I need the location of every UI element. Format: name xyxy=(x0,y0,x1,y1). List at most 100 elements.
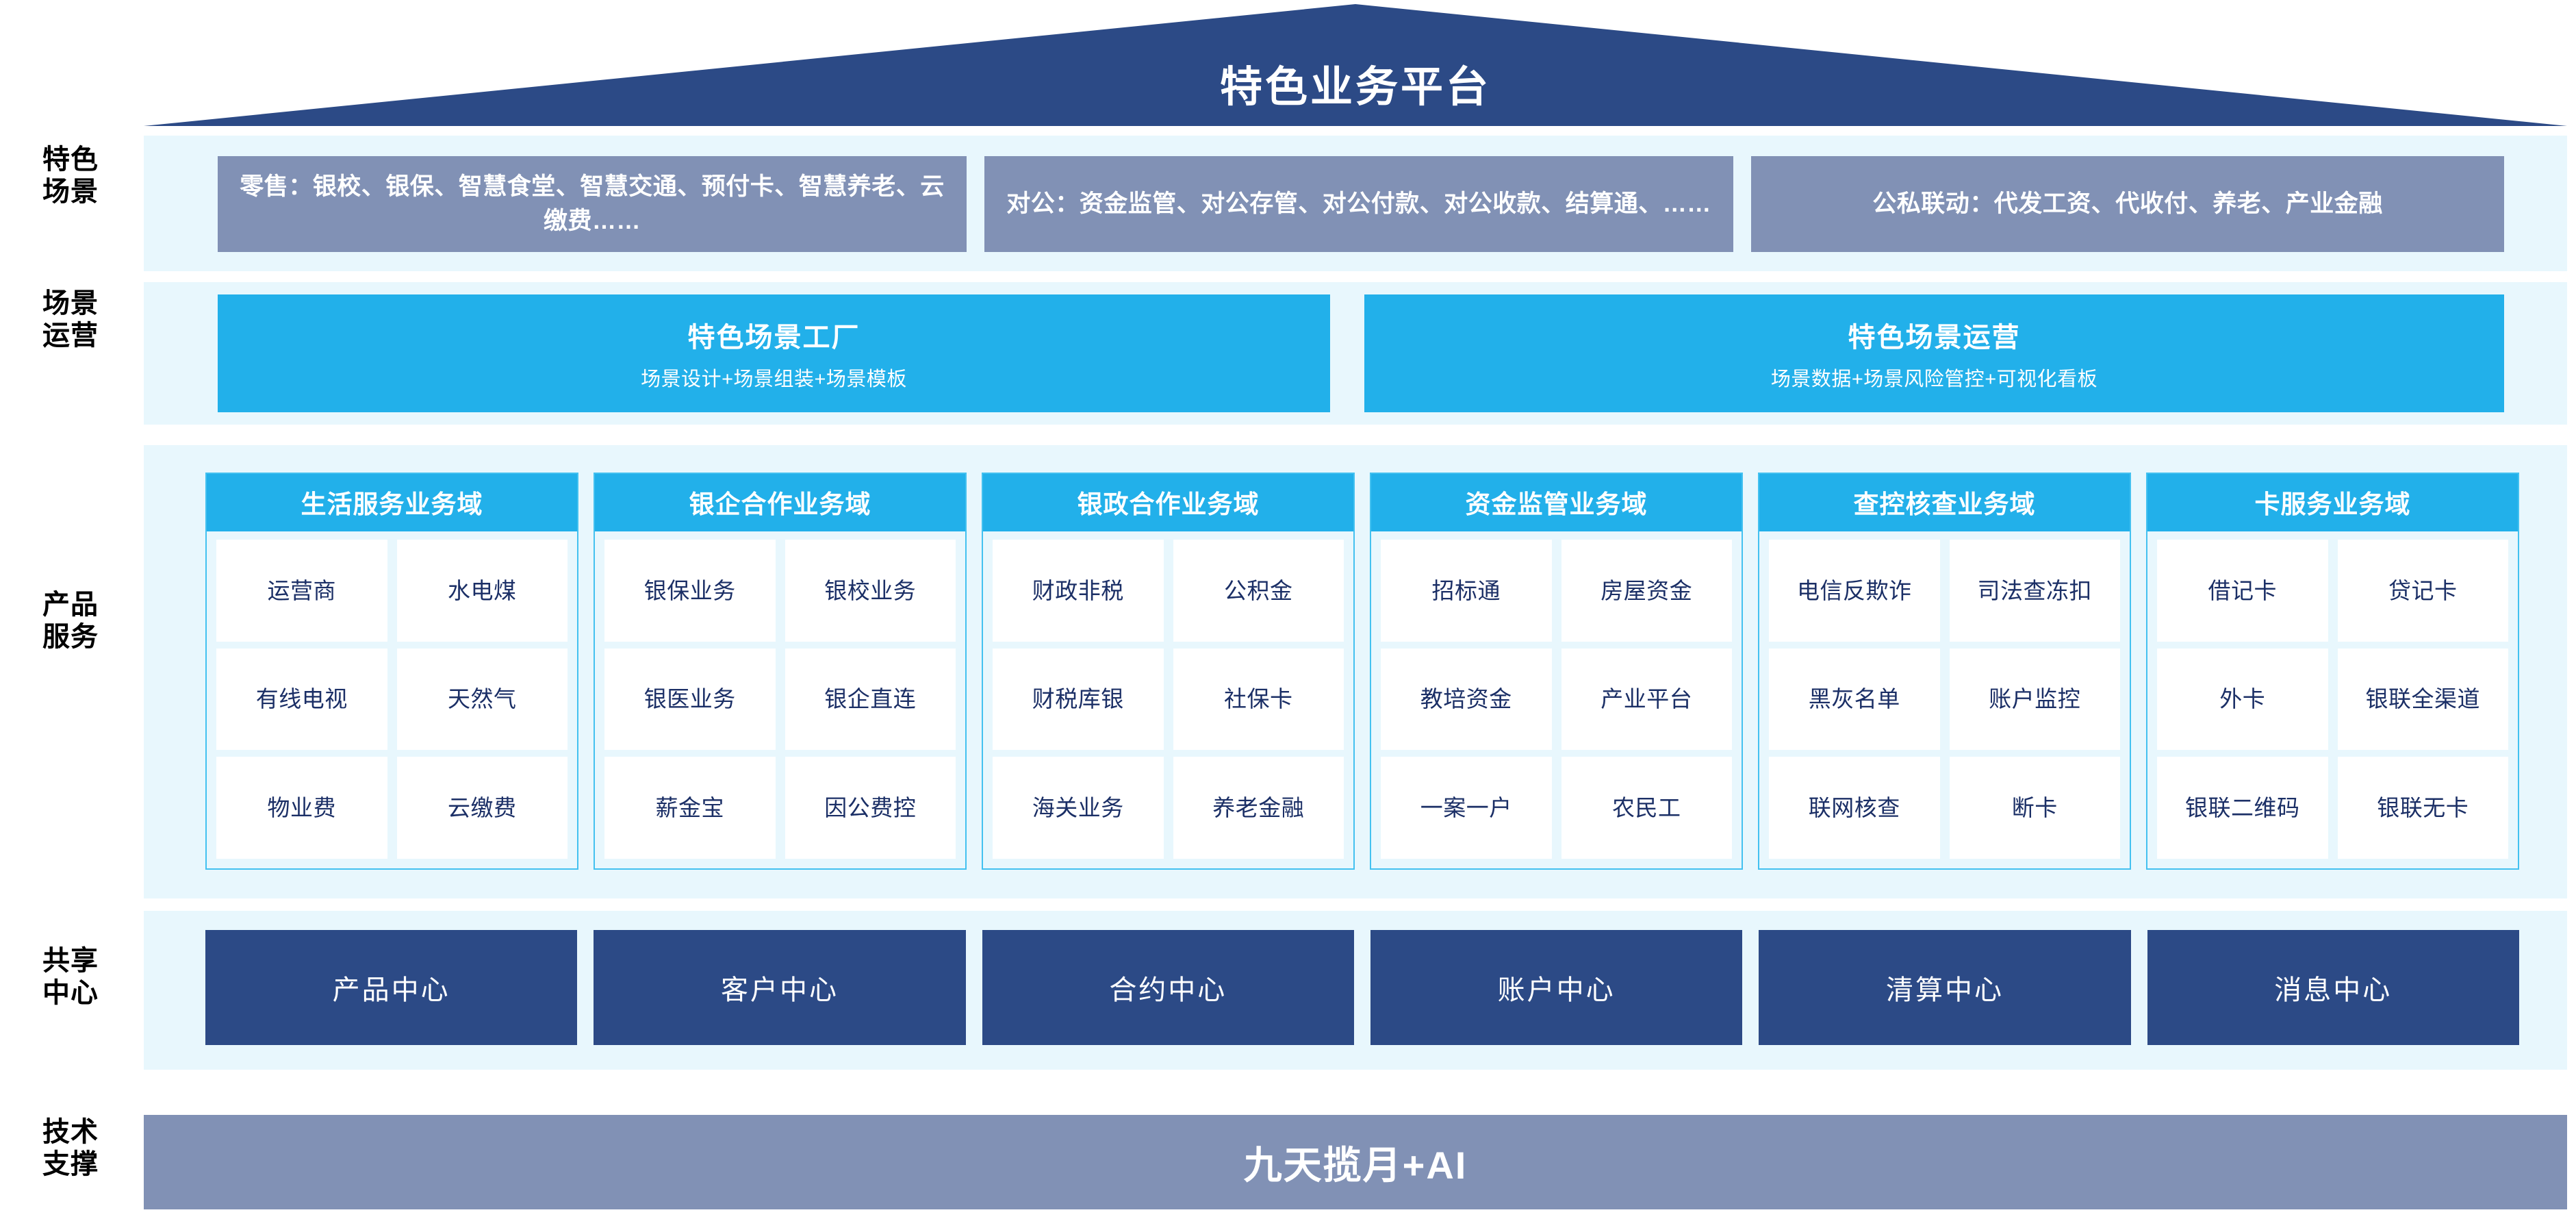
operations-box-scene-factory-title: 特色场景工厂 xyxy=(687,323,860,353)
product-item-cell[interactable]: 财政非税 xyxy=(993,540,1164,642)
scene-box-retail[interactable]: 零售：银校、银保、智慧食堂、智慧交通、预付卡、智慧养老、云缴费…… xyxy=(218,156,967,252)
product-item-cell[interactable]: 银校业务 xyxy=(785,540,956,642)
product-domain-4: 资金监管业务域招标通房屋资金教培资金产业平台一案一户农民工 xyxy=(1370,473,1743,870)
product-domain-row: 运营商水电煤 xyxy=(216,540,568,642)
product-domain-row: 薪金宝因公费控 xyxy=(604,757,956,859)
row-label-tech-line1: 技术 xyxy=(42,1117,99,1147)
product-item-cell[interactable]: 联网核查 xyxy=(1769,757,1940,859)
product-item-cell[interactable]: 银联无卡 xyxy=(2337,757,2508,859)
product-item-cell[interactable]: 产业平台 xyxy=(1561,648,1732,751)
row-label-shared-line1: 共享 xyxy=(42,946,99,976)
product-item-cell[interactable]: 天然气 xyxy=(396,648,568,751)
shared-center-2[interactable]: 客户中心 xyxy=(594,930,966,1045)
shared-center-3[interactable]: 合约中心 xyxy=(982,930,1354,1045)
product-domain-row: 联网核查断卡 xyxy=(1769,757,2120,859)
row-label-products-line1: 产品 xyxy=(42,590,99,620)
product-item-cell[interactable]: 运营商 xyxy=(216,540,387,642)
product-domain-row: 一案一户农民工 xyxy=(1381,757,1732,859)
operations-row: 特色场景工厂 场景设计+场景组装+场景模板 特色场景运营 场景数据+场景风险管控… xyxy=(218,294,2504,412)
row-label-shared-line2: 中心 xyxy=(42,978,99,1009)
row-label-operations-line2: 运营 xyxy=(42,320,99,351)
product-item-cell[interactable]: 银企直连 xyxy=(785,648,956,751)
product-item-cell[interactable]: 借记卡 xyxy=(2157,540,2328,642)
product-domain-row: 招标通房屋资金 xyxy=(1381,540,1732,642)
row-label-scene-line1: 特色 xyxy=(42,144,99,175)
roof-pentagon-shape xyxy=(144,4,2567,126)
product-item-cell[interactable]: 电信反欺诈 xyxy=(1769,540,1940,642)
product-domain-row: 教培资金产业平台 xyxy=(1381,648,1732,751)
row-label-scene: 特色 场景 xyxy=(19,144,122,208)
product-domain-row: 财税库银社保卡 xyxy=(993,648,1344,751)
product-item-cell[interactable]: 公积金 xyxy=(1173,540,1344,642)
row-label-shared-centers: 共享 中心 xyxy=(19,945,122,1009)
product-domain-6: 卡服务业务域借记卡贷记卡外卡银联全渠道银联二维码银联无卡 xyxy=(2146,473,2519,870)
product-item-cell[interactable]: 断卡 xyxy=(1949,757,2120,859)
product-domain-row: 物业费云缴费 xyxy=(216,757,568,859)
product-item-cell[interactable]: 账户监控 xyxy=(1949,648,2120,751)
product-domain-row: 外卡银联全渠道 xyxy=(2157,648,2508,751)
product-domain-2: 银企合作业务域银保业务银校业务银医业务银企直连薪金宝因公费控 xyxy=(594,473,967,870)
product-item-cell[interactable]: 一案一户 xyxy=(1381,757,1552,859)
product-domain-row: 黑灰名单账户监控 xyxy=(1769,648,2120,751)
platform-roof-banner: 特色业务平台 xyxy=(144,4,2567,126)
product-item-cell[interactable]: 薪金宝 xyxy=(604,757,776,859)
row-label-scene-line2: 场景 xyxy=(42,177,99,208)
row-label-products: 产品 服务 xyxy=(19,589,122,653)
product-item-cell[interactable]: 银医业务 xyxy=(604,648,776,751)
product-item-cell[interactable]: 教培资金 xyxy=(1381,648,1552,751)
row-label-tech-line2: 支撑 xyxy=(42,1149,99,1180)
product-item-cell[interactable]: 社保卡 xyxy=(1173,648,1344,751)
product-domain-row: 电信反欺诈司法查冻扣 xyxy=(1769,540,2120,642)
product-domain-columns: 生活服务业务域运营商水电煤有线电视天然气物业费云缴费银企合作业务域银保业务银校业… xyxy=(205,473,2519,870)
product-item-cell[interactable]: 养老金融 xyxy=(1173,757,1344,859)
row-label-operations: 场景 运营 xyxy=(19,288,122,352)
product-item-cell[interactable]: 水电煤 xyxy=(396,540,568,642)
product-item-cell[interactable]: 财税库银 xyxy=(993,648,1164,751)
scene-box-public-private[interactable]: 公私联动：代发工资、代收付、养老、产业金融 xyxy=(1751,156,2504,252)
product-domain-row: 财政非税公积金 xyxy=(993,540,1344,642)
product-domain-3-body: 财政非税公积金财税库银社保卡海关业务养老金融 xyxy=(983,531,1353,868)
product-domain-row: 借记卡贷记卡 xyxy=(2157,540,2508,642)
scene-box-corporate[interactable]: 对公：资金监管、对公存管、对公付款、对公收款、结算通、…… xyxy=(984,156,1733,252)
product-domain-4-title: 资金监管业务域 xyxy=(1371,474,1742,531)
row-label-operations-line1: 场景 xyxy=(42,288,99,318)
product-item-cell[interactable]: 银联二维码 xyxy=(2157,757,2328,859)
product-item-cell[interactable]: 房屋资金 xyxy=(1561,540,1732,642)
shared-centers-row: 产品中心客户中心合约中心账户中心清算中心消息中心 xyxy=(205,930,2519,1045)
shared-center-1[interactable]: 产品中心 xyxy=(205,930,578,1045)
operations-box-scene-factory-subtitle: 场景设计+场景组装+场景模板 xyxy=(641,368,907,390)
product-item-cell[interactable]: 司法查冻扣 xyxy=(1949,540,2120,642)
shared-center-5[interactable]: 清算中心 xyxy=(1759,930,2131,1045)
shared-center-6[interactable]: 消息中心 xyxy=(2147,930,2519,1045)
product-item-cell[interactable]: 贷记卡 xyxy=(2337,540,2508,642)
product-domain-row: 银联二维码银联无卡 xyxy=(2157,757,2508,859)
tech-support-bar[interactable]: 九天揽月+AI xyxy=(144,1115,2567,1209)
operations-box-scene-operation[interactable]: 特色场景运营 场景数据+场景风险管控+可视化看板 xyxy=(1364,294,2504,412)
product-domain-4-body: 招标通房屋资金教培资金产业平台一案一户农民工 xyxy=(1371,531,1742,868)
product-domain-5-title: 查控核查业务域 xyxy=(1759,474,2130,531)
product-domain-row: 银医业务银企直连 xyxy=(604,648,956,751)
operations-box-scene-factory[interactable]: 特色场景工厂 场景设计+场景组装+场景模板 xyxy=(218,294,1330,412)
product-domain-5-body: 电信反欺诈司法查冻扣黑灰名单账户监控联网核查断卡 xyxy=(1759,531,2130,868)
product-item-cell[interactable]: 云缴费 xyxy=(396,757,568,859)
product-item-cell[interactable]: 银保业务 xyxy=(604,540,776,642)
product-domain-3: 银政合作业务域财政非税公积金财税库银社保卡海关业务养老金融 xyxy=(982,473,1355,870)
scene-row: 零售：银校、银保、智慧食堂、智慧交通、预付卡、智慧养老、云缴费…… 对公：资金监… xyxy=(218,156,2504,252)
product-item-cell[interactable]: 有线电视 xyxy=(216,648,387,751)
product-item-cell[interactable]: 物业费 xyxy=(216,757,387,859)
product-item-cell[interactable]: 银联全渠道 xyxy=(2337,648,2508,751)
product-item-cell[interactable]: 因公费控 xyxy=(785,757,956,859)
product-domain-1-title: 生活服务业务域 xyxy=(207,474,577,531)
product-item-cell[interactable]: 海关业务 xyxy=(993,757,1164,859)
product-item-cell[interactable]: 农民工 xyxy=(1561,757,1732,859)
product-domain-3-title: 银政合作业务域 xyxy=(983,474,1353,531)
product-item-cell[interactable]: 外卡 xyxy=(2157,648,2328,751)
product-domain-6-title: 卡服务业务域 xyxy=(2147,474,2518,531)
product-domain-1-body: 运营商水电煤有线电视天然气物业费云缴费 xyxy=(207,531,577,868)
operations-box-scene-operation-title: 特色场景运营 xyxy=(1848,323,2021,353)
shared-center-4[interactable]: 账户中心 xyxy=(1370,930,1743,1045)
product-domain-2-body: 银保业务银校业务银医业务银企直连薪金宝因公费控 xyxy=(595,531,965,868)
product-item-cell[interactable]: 黑灰名单 xyxy=(1769,648,1940,751)
product-domain-5: 查控核查业务域电信反欺诈司法查冻扣黑灰名单账户监控联网核查断卡 xyxy=(1758,473,2131,870)
product-item-cell[interactable]: 招标通 xyxy=(1381,540,1552,642)
